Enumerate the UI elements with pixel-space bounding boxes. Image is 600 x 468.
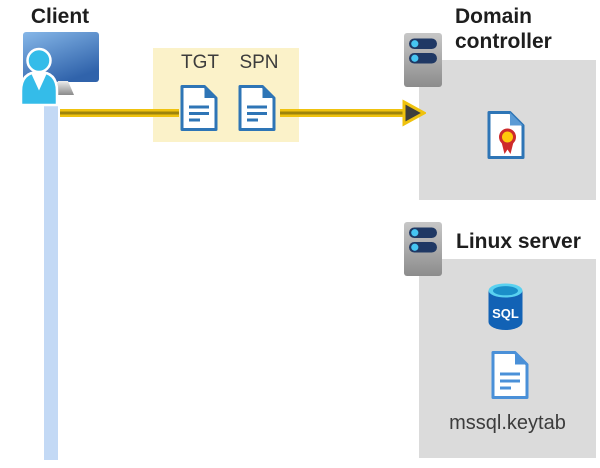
client-label: Client <box>30 5 90 28</box>
sql-badge-text: SQL <box>492 306 519 321</box>
arrowhead-icon <box>402 99 426 127</box>
domain-controller-server-icon <box>404 33 442 87</box>
keytab-filename: mssql.keytab <box>449 412 566 434</box>
tgt-label: TGT <box>181 52 219 73</box>
lifeline-bar <box>44 88 58 460</box>
spn-document-icon <box>238 85 276 131</box>
user-icon <box>19 47 59 107</box>
arrow-line <box>280 109 406 117</box>
tgt-document-icon <box>180 85 218 131</box>
linux-server-label: Linux server <box>456 230 581 253</box>
spn-label: SPN <box>239 52 279 73</box>
certificate-icon <box>487 111 525 159</box>
arrow-line <box>60 109 179 117</box>
domain-controller-label: Domain controller <box>455 4 595 54</box>
client-workstation-icon <box>19 32 99 107</box>
keytab-document-icon <box>491 351 529 399</box>
sql-database-icon: SQL <box>488 283 523 330</box>
domain-controller-label-line2: controller <box>455 30 552 53</box>
domain-controller-label-line1: Domain <box>455 5 533 28</box>
linux-server-icon <box>404 222 442 276</box>
